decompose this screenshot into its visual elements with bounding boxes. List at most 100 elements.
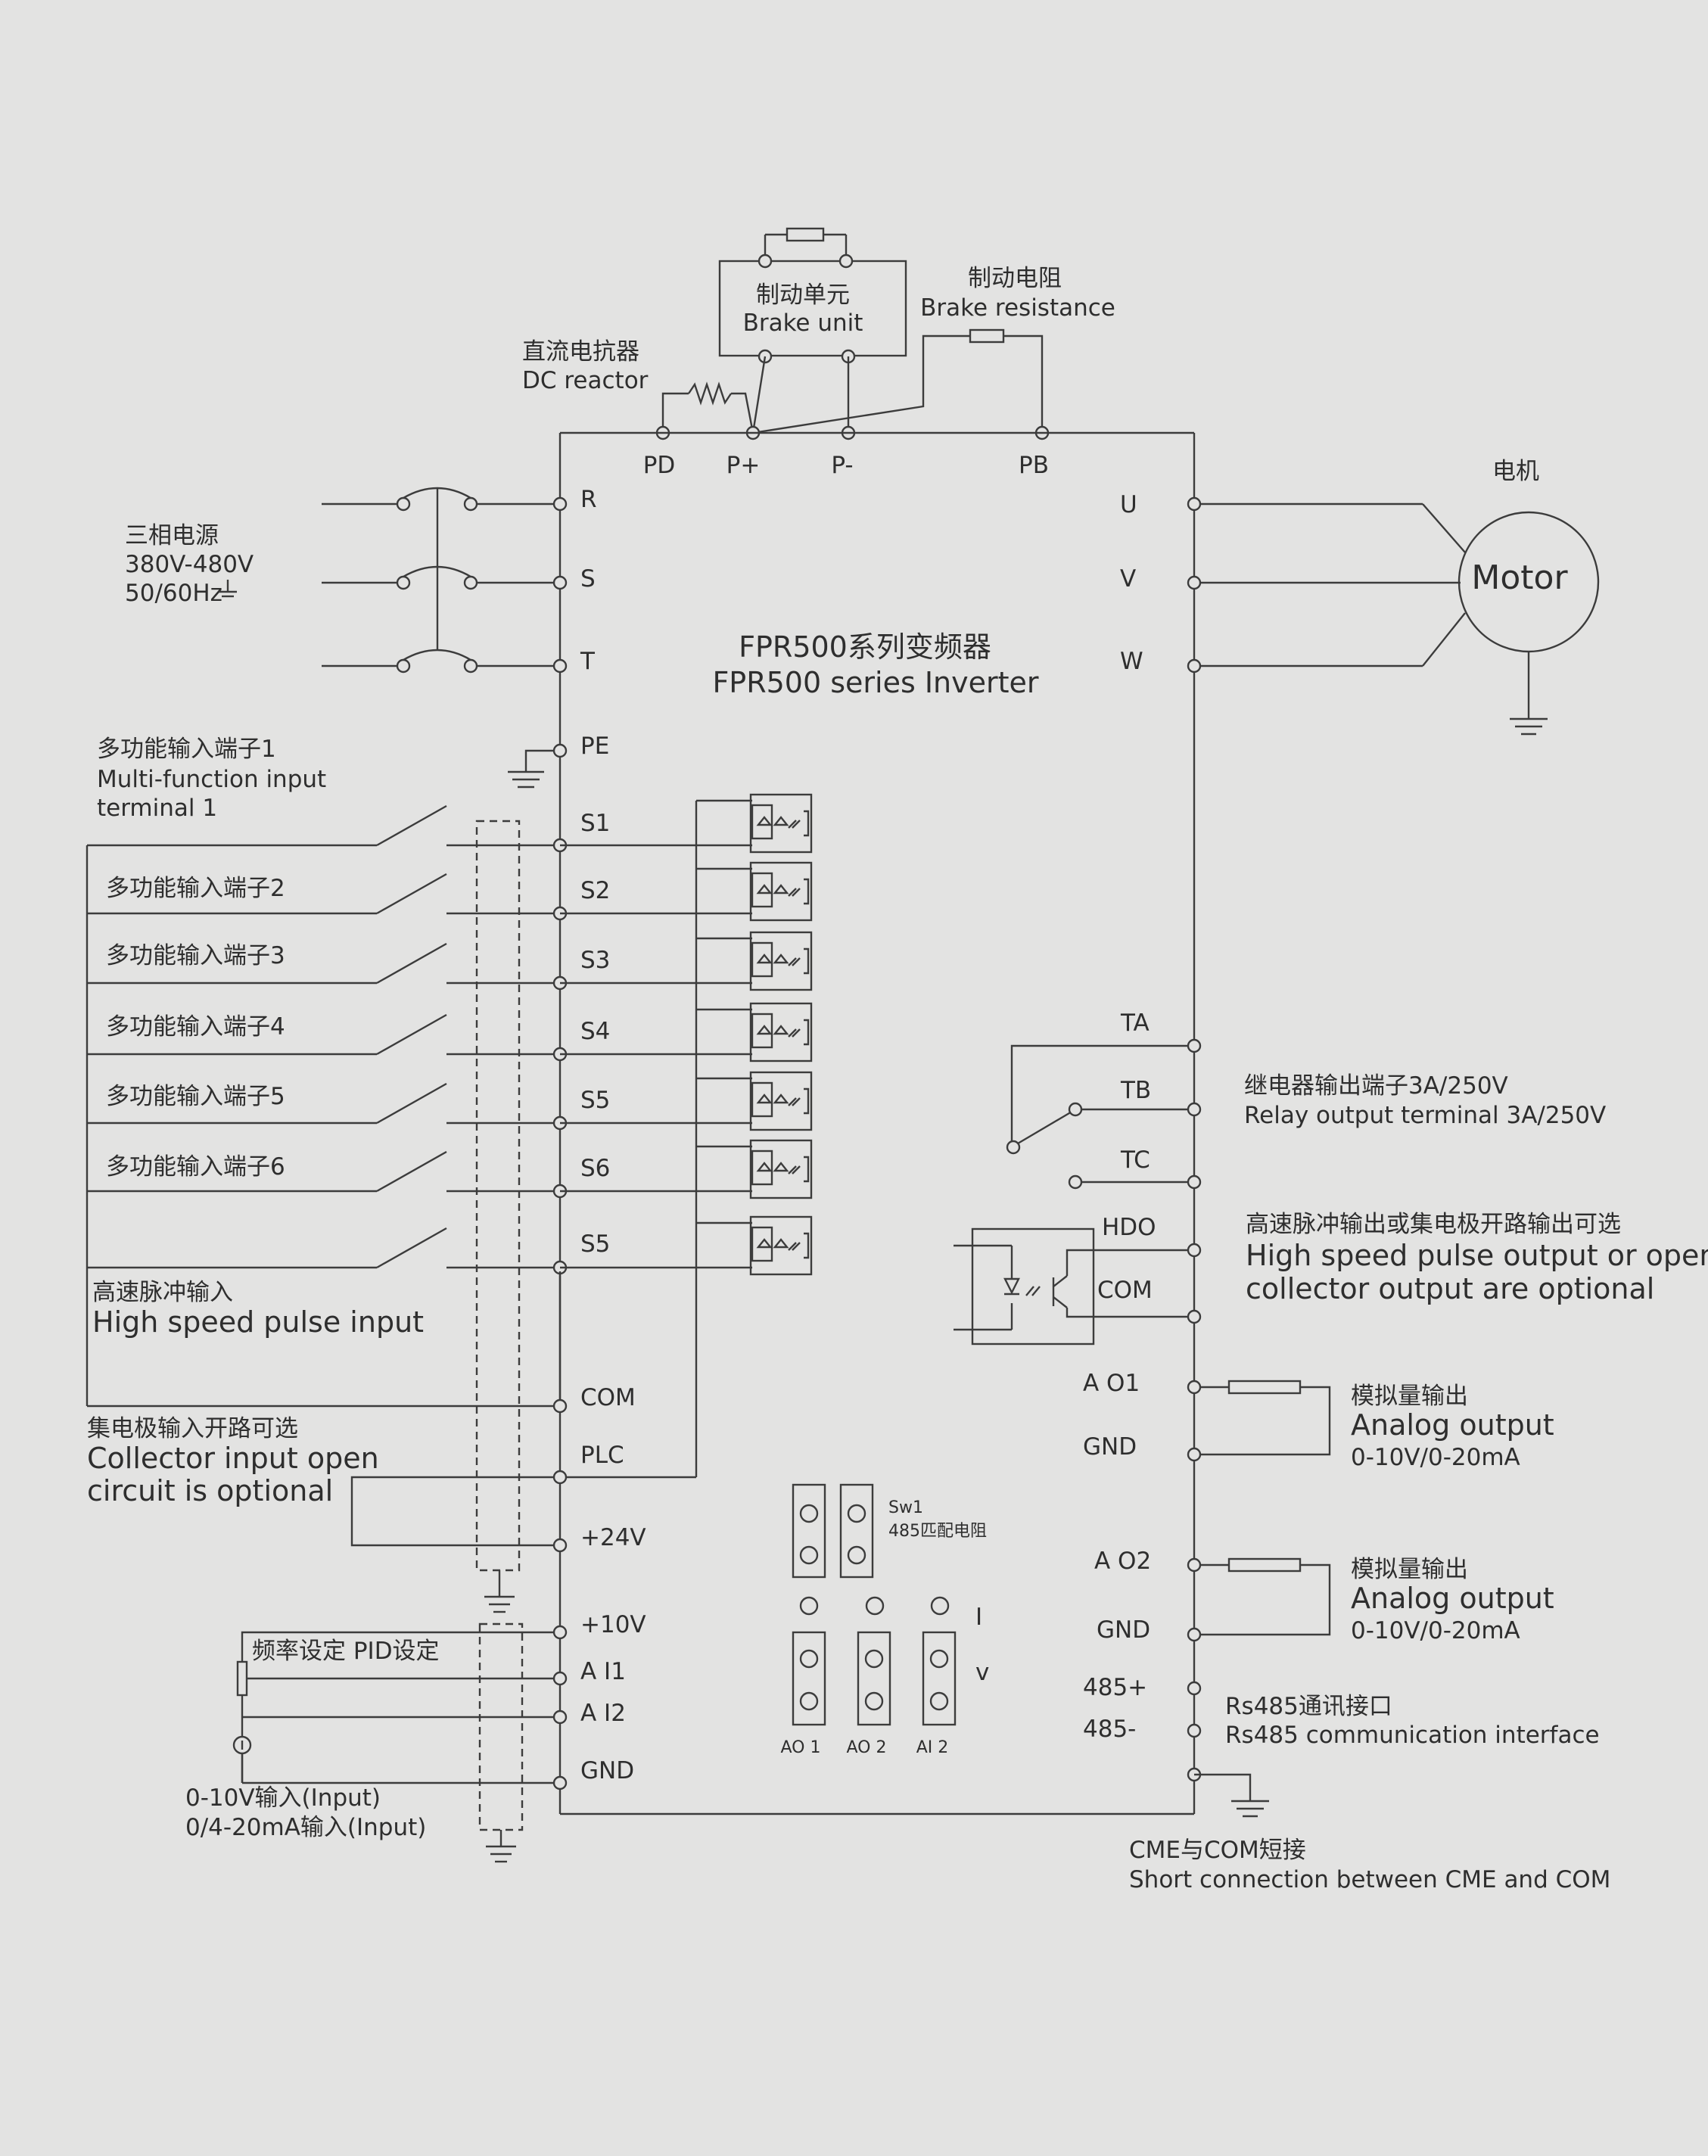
input-shield bbox=[475, 820, 521, 1572]
rs485-label-zh: Rs485通讯接口 bbox=[1225, 1693, 1392, 1720]
dc-reactor-label-zh: 直流电抗器 bbox=[522, 338, 639, 366]
inverter-body: FPR500系列变频器 FPR500 series Inverter bbox=[558, 431, 1196, 1815]
multi-input-4-label: 多功能输入端子4 bbox=[106, 1013, 285, 1041]
optocoupler-4-icon bbox=[560, 1002, 813, 1062]
terminal-tb-label: TB bbox=[1120, 1077, 1151, 1104]
terminal-s6-label: S6 bbox=[580, 1155, 610, 1182]
terminal-ai1-label: A I1 bbox=[580, 1658, 626, 1685]
optocoupler-6-icon bbox=[560, 1139, 813, 1199]
terminal-w bbox=[1187, 658, 1202, 674]
terminal-gnd-ao1-label: GND bbox=[1083, 1433, 1137, 1461]
cme-note-en: Short connection between CME and COM bbox=[1129, 1866, 1610, 1893]
hdo-note-zh: 高速脉冲输出或集电极开路输出可选 bbox=[1246, 1211, 1621, 1238]
terminal-10v bbox=[552, 1625, 568, 1640]
brake-unit-top-terminal-left bbox=[758, 254, 773, 269]
analog-output-1-zh: 模拟量输出 bbox=[1351, 1383, 1468, 1410]
terminal-485minus bbox=[1187, 1723, 1202, 1738]
motor-label-zh: 电机 bbox=[1492, 458, 1539, 485]
cme-note-zh: CME与COM短接 bbox=[1129, 1837, 1306, 1864]
terminal-s5-label: S5 bbox=[580, 1087, 610, 1114]
breaker-t-left bbox=[396, 658, 411, 674]
multi-input-1-label-zh: 多功能输入端子1 bbox=[97, 736, 276, 763]
potentiometer-icon bbox=[236, 1660, 248, 1697]
jumper-i-label: I bbox=[975, 1604, 982, 1631]
sw1-label: Sw1 bbox=[888, 1498, 923, 1517]
terminal-pe bbox=[552, 743, 568, 758]
terminal-com-label: COM bbox=[580, 1384, 636, 1411]
terminal-pd-label: PD bbox=[643, 452, 676, 479]
terminal-u-label: U bbox=[1120, 491, 1137, 518]
brake-resistor-icon bbox=[969, 328, 1005, 344]
hdo-optocoupler-icon bbox=[971, 1227, 1095, 1346]
terminal-ai2-label: A I2 bbox=[580, 1700, 626, 1727]
terminal-v bbox=[1187, 575, 1202, 590]
inverter-title-zh: FPR500系列变频器 bbox=[739, 630, 991, 664]
collector-input-label-en2: circuit is optional bbox=[87, 1474, 333, 1507]
analog-shield bbox=[478, 1622, 524, 1831]
terminal-com bbox=[552, 1398, 568, 1414]
terminal-ao2 bbox=[1187, 1557, 1202, 1573]
brake-unit-box bbox=[718, 260, 907, 357]
terminal-pe-label: PE bbox=[580, 733, 609, 760]
terminal-hdo-com-label: COM bbox=[1097, 1277, 1153, 1304]
ao2-load-icon bbox=[1227, 1557, 1302, 1573]
hdo-note-en1: High speed pulse output or open bbox=[1246, 1239, 1708, 1272]
analog-output-1-range: 0-10V/0-20mA bbox=[1351, 1444, 1520, 1471]
jumper-section: Sw1 485匹配电阻 I v AO 1 AO 2 AI 2 bbox=[781, 1483, 989, 1757]
ao2-jumper bbox=[857, 1631, 891, 1726]
terminal-24v bbox=[552, 1538, 568, 1553]
terminal-plc-label: PLC bbox=[580, 1442, 624, 1469]
terminal-ao1-label: A O1 bbox=[1083, 1370, 1140, 1397]
terminal-s4-label: S4 bbox=[580, 1018, 610, 1045]
pid-label: 频率设定 PID设定 bbox=[252, 1638, 440, 1665]
collector-input-label-en1: Collector input open bbox=[87, 1442, 379, 1475]
brake-resistance-label-zh: 制动电阻 bbox=[968, 265, 1062, 292]
terminal-plc bbox=[552, 1470, 568, 1485]
digital-inputs: 多功能输入端子1 Multi-function input terminal 1 bbox=[86, 736, 813, 1613]
high-speed-pulse-label-zh: 高速脉冲输入 bbox=[92, 1279, 233, 1306]
optocoupler-2-icon bbox=[560, 861, 813, 922]
analog-output-1-en: Analog output bbox=[1351, 1408, 1554, 1442]
brake-unit-label-zh: 制动单元 bbox=[756, 282, 850, 309]
terminal-ao1 bbox=[1187, 1380, 1202, 1395]
terminal-485plus-label: 485+ bbox=[1083, 1674, 1147, 1701]
optocoupler-1-icon bbox=[560, 793, 813, 854]
terminal-24v-label: +24V bbox=[580, 1524, 646, 1551]
terminal-485minus-label: 485- bbox=[1083, 1716, 1136, 1743]
terminal-10v-label: +10V bbox=[580, 1611, 646, 1638]
terminal-r-label: R bbox=[580, 486, 597, 513]
breaker-s-right bbox=[463, 575, 478, 590]
sw1-jumper-right bbox=[839, 1483, 874, 1579]
brake-section: 制动单元 Brake unit 制动电阻 Brake resistance 直流… bbox=[522, 227, 1115, 479]
brake-unit-resistor-icon bbox=[786, 227, 825, 242]
collector-input-label-zh: 集电极输入开路可选 bbox=[87, 1415, 298, 1442]
brake-unit-label-en: Brake unit bbox=[743, 310, 863, 337]
optocoupler-3-icon bbox=[560, 931, 813, 991]
terminal-hdo-label: HDO bbox=[1102, 1214, 1156, 1241]
power-supply-label-zh: 三相电源 bbox=[125, 522, 219, 549]
terminal-ta bbox=[1187, 1038, 1202, 1053]
relay-label-en: Relay output terminal 3A/250V bbox=[1244, 1102, 1606, 1129]
relay-output: TA TB TC 继电器输出端子3A/250V Relay output ter… bbox=[1006, 1010, 1606, 1190]
multi-input-3-label: 多功能输入端子3 bbox=[106, 942, 285, 969]
breaker-r-right bbox=[463, 496, 478, 512]
terminal-r bbox=[552, 496, 568, 512]
terminal-t-label: T bbox=[580, 648, 596, 675]
analog-outputs: A O1 GND 模拟量输出 Analog output 0-10V/0-20m… bbox=[1083, 1370, 1554, 1644]
dc-reactor-label-en: DC reactor bbox=[522, 367, 649, 394]
terminal-s1-label: S1 bbox=[580, 810, 610, 837]
analog-output-2-en: Analog output bbox=[1351, 1582, 1554, 1615]
analog-inputs: 频率设定 PID设定 +10V A I1 A I2 GND 0-10V输入(In… bbox=[185, 1611, 646, 1863]
hdo-note-en2: collector output are optional bbox=[1246, 1272, 1654, 1305]
breaker-t-right bbox=[463, 658, 478, 674]
analog-input-label-1: 0-10V输入(Input) bbox=[185, 1784, 381, 1812]
terminal-s3-label: S3 bbox=[580, 947, 610, 974]
ao1-load-icon bbox=[1227, 1380, 1302, 1395]
terminal-tc bbox=[1187, 1174, 1202, 1190]
relay-label-zh: 继电器输出端子3A/250V bbox=[1244, 1072, 1508, 1100]
terminal-hdi-label: S5 bbox=[580, 1230, 610, 1258]
analog-output-2-range: 0-10V/0-20mA bbox=[1351, 1617, 1520, 1644]
terminal-tc-label: TC bbox=[1120, 1146, 1150, 1174]
terminal-gnd-ao1 bbox=[1187, 1447, 1202, 1462]
power-supply-freq: 50/60Hz bbox=[125, 580, 222, 607]
